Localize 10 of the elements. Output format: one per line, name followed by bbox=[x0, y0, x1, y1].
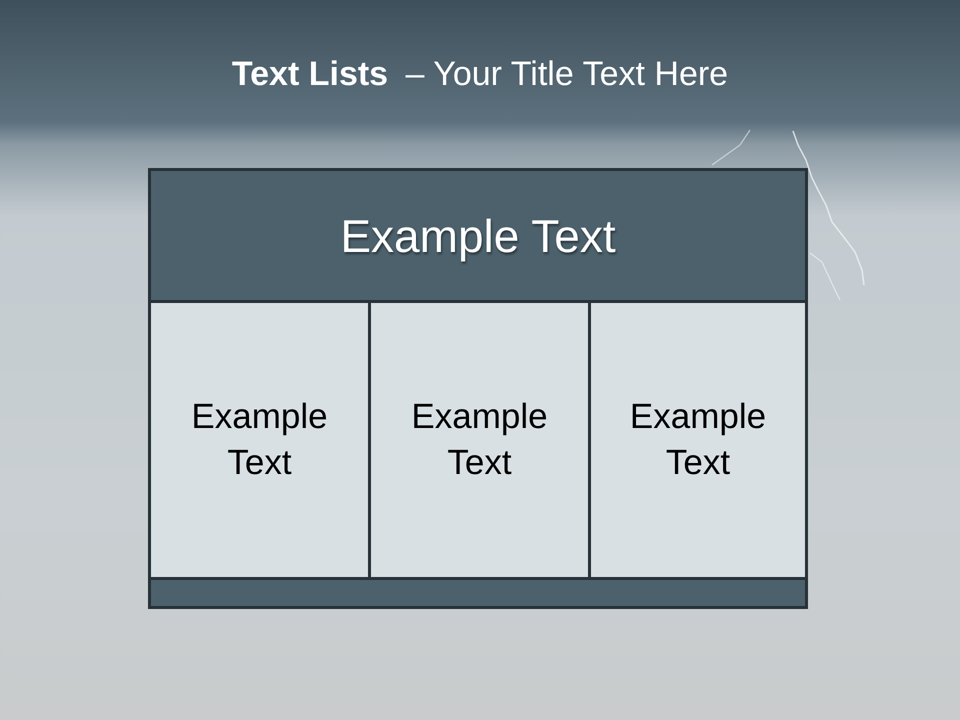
panel-text: Example Text bbox=[190, 396, 329, 484]
panel-text: Example Text bbox=[410, 396, 549, 484]
footer-bar bbox=[148, 577, 808, 609]
header-text: Example Text bbox=[340, 208, 616, 262]
text-panel bbox=[148, 300, 371, 580]
text-panel bbox=[588, 300, 808, 580]
header-panel bbox=[148, 168, 808, 303]
panel-text: Example Text bbox=[628, 396, 768, 484]
text-panel bbox=[368, 300, 591, 580]
slide-title: Text Lists – Your Title Text Here bbox=[232, 54, 728, 95]
